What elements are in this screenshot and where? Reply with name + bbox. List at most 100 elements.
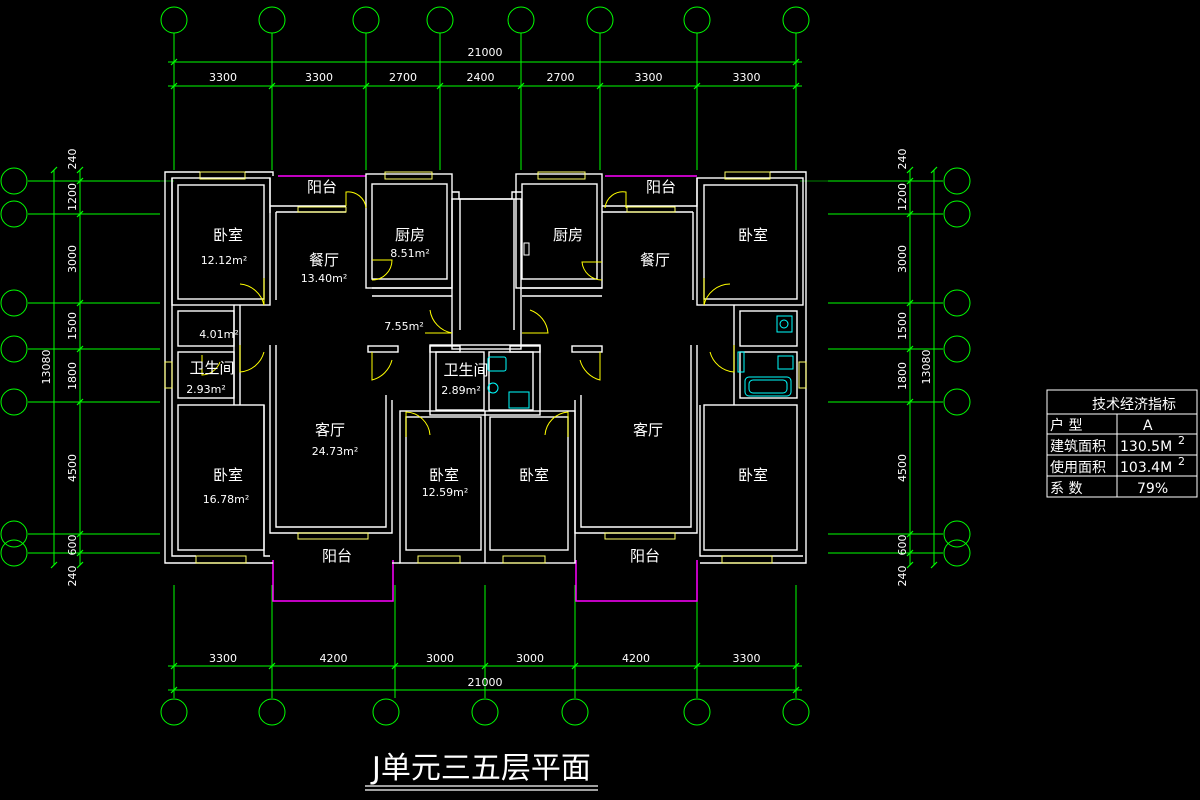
room-area-bed-c1: 12.59m²	[422, 486, 469, 499]
room-area-bed-nw: 12.12m²	[201, 254, 248, 267]
bottom-segment-tick	[792, 662, 800, 670]
left-segment-tick	[76, 561, 84, 569]
left-axis-lines	[28, 180, 160, 554]
room-label-bed-c2: 卧室	[519, 466, 549, 484]
table-sup-3: 2	[1178, 455, 1185, 468]
toilet-bowl-icon	[779, 319, 789, 329]
left-total-tick	[50, 561, 58, 569]
right-dim-label: 1800	[896, 362, 909, 390]
room-label-bed-sw: 卧室	[213, 466, 243, 484]
right-dim-label: 1200	[896, 183, 909, 211]
right-dim-label: 600	[896, 535, 909, 556]
table-sup-2: 2	[1178, 434, 1185, 447]
room-label-kitchen-e: 厨房	[553, 226, 583, 244]
left-segment-tick	[76, 166, 84, 174]
bottom-total-dim-label: 21000	[468, 676, 503, 689]
room-area-living-w: 24.73m²	[312, 445, 359, 458]
left-dim-label: 1800	[66, 362, 79, 390]
table-row-value-1: A	[1143, 418, 1153, 434]
room-label-living-e: 客厅	[633, 421, 663, 439]
left-dim-label: 240	[66, 566, 79, 587]
room-label-balcony-sw: 阳台	[322, 547, 352, 565]
top-dim-label: 2400	[467, 71, 495, 84]
right-segment-tick	[906, 210, 914, 218]
bottom-segment-tick	[481, 662, 489, 670]
table-row-label-2: 建筑面积	[1050, 439, 1106, 455]
room-label-balcony-nw: 阳台	[307, 178, 337, 196]
room-area-kitchen-w: 8.51m²	[390, 247, 430, 260]
windows	[164, 171, 807, 564]
sink-icon	[487, 382, 499, 394]
balcony-outlines	[272, 175, 698, 602]
left-segment-tick	[76, 549, 84, 557]
left-dim-label: 240	[66, 149, 79, 170]
table-row-value-2: 130.5M	[1120, 439, 1172, 455]
right-segment-tick	[906, 177, 914, 185]
left-segment-tick	[76, 398, 84, 406]
right-dim-label: 240	[896, 566, 909, 587]
room-label-balcony-ne: 阳台	[646, 178, 676, 196]
bottom-segment-tick	[571, 662, 579, 670]
top-segment-tick	[436, 82, 444, 90]
left-segment-tick	[76, 177, 84, 185]
bottom-dim-label: 4200	[320, 652, 348, 665]
room-label-dining-e: 餐厅	[640, 251, 670, 269]
room-label-bed-c1: 卧室	[429, 466, 459, 484]
top-segment-tick	[362, 82, 370, 90]
right-segment-tick	[906, 345, 914, 353]
left-segment-tick	[76, 210, 84, 218]
left-total-dim-label: 13080	[40, 350, 53, 385]
top-total-dim-label: 21000	[468, 46, 503, 59]
left-total-tick	[50, 166, 58, 174]
table-row-value-4: 79%	[1137, 481, 1168, 497]
left-dim-label: 3000	[66, 245, 79, 273]
room-label-living-w: 客厅	[315, 421, 345, 439]
room-area-bath-c: 2.89m²	[441, 384, 481, 397]
top-segment-tick	[596, 82, 604, 90]
drawing-title-group: J单元三五层平面	[365, 751, 598, 791]
fixtures	[487, 315, 794, 409]
right-axis-lines	[828, 180, 943, 554]
bottom-segment-tick	[170, 662, 178, 670]
right-segment-tick	[906, 398, 914, 406]
bottom-total-tick	[792, 686, 800, 694]
table-row-label-1: 户 型	[1050, 417, 1082, 434]
top-dim-label: 2700	[389, 71, 417, 84]
room-area-stair: 7.55m²	[384, 320, 424, 333]
right-segment-tick	[906, 530, 914, 538]
top-dim-label: 3300	[635, 71, 663, 84]
bottom-segment-tick	[391, 662, 399, 670]
right-dim-label: 240	[896, 149, 909, 170]
bottom-dim-label: 3300	[733, 652, 761, 665]
right-segment-tick	[906, 299, 914, 307]
room-labels: 卧室 12.12m² 餐厅 13.40m² 厨房 8.51m² 阳台 4.01m…	[186, 178, 768, 565]
room-label-bed-se: 卧室	[738, 466, 768, 484]
table-row-value-3: 103.4M	[1120, 460, 1172, 476]
right-dim-label: 4500	[896, 454, 909, 482]
bottom-dim-label: 3000	[426, 652, 454, 665]
bathtub-icon	[744, 376, 792, 397]
room-label-bath-c: 卫生间	[443, 361, 488, 379]
room-area-bed-sw: 16.78m²	[203, 493, 250, 506]
bottom-segment-tick	[693, 662, 701, 670]
bottom-axis-bubbles	[160, 698, 810, 726]
right-total-dim-label: 13080	[920, 350, 933, 385]
top-dim-label: 3300	[209, 71, 237, 84]
top-total-tick	[792, 58, 800, 66]
right-segment-tick	[906, 549, 914, 557]
table-title: 技术经济指标	[1092, 397, 1176, 413]
toilet-icon	[487, 356, 507, 372]
bottom-dim-label: 3000	[516, 652, 544, 665]
room-label-bed-nw: 卧室	[213, 226, 243, 244]
room-label-balcony-se: 阳台	[630, 547, 660, 565]
room-label-bath-w: 卫生间	[189, 359, 234, 377]
left-dim-label: 1200	[66, 183, 79, 211]
right-axis-bubbles	[943, 167, 971, 567]
top-axis-bubbles	[160, 6, 810, 34]
washbasin-icon	[737, 351, 745, 373]
shower-tray-icon	[508, 391, 530, 409]
right-total-tick	[930, 561, 938, 569]
left-dim-label: 600	[66, 535, 79, 556]
top-total-tick	[170, 58, 178, 66]
